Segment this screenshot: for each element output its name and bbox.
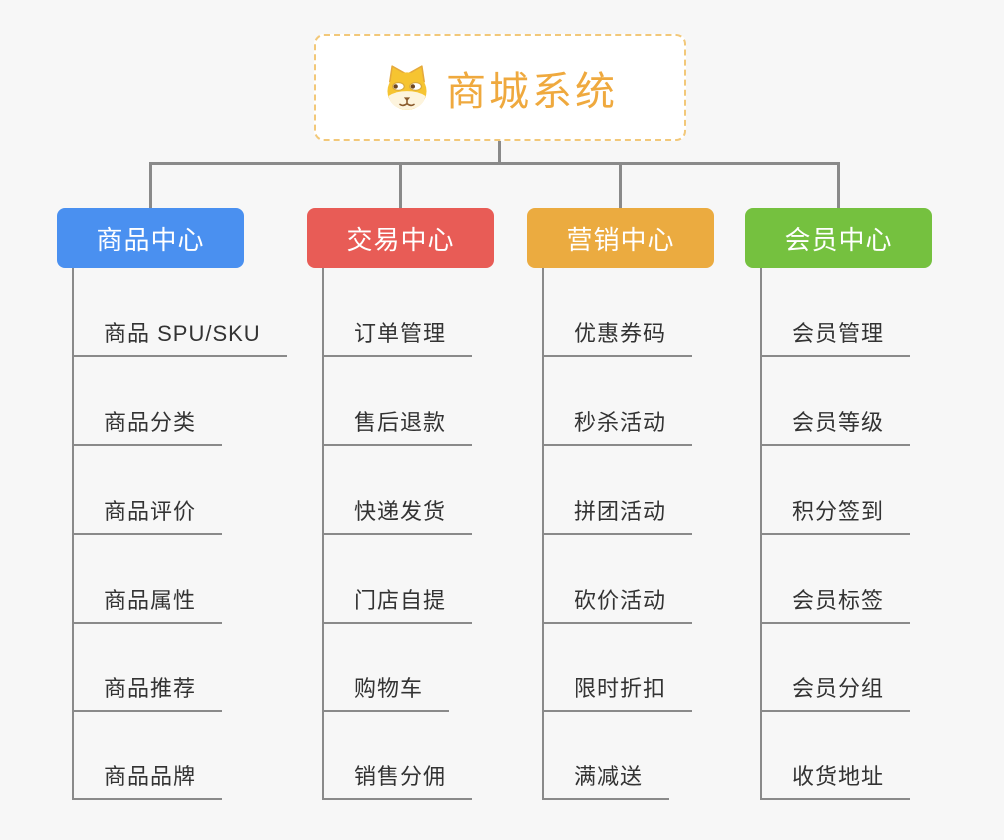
subtopic-item[interactable]: 会员管理 [760, 315, 911, 357]
subtopic-item[interactable]: 商品分类 [72, 404, 223, 446]
subtopic-item[interactable]: 售后退款 [322, 404, 473, 446]
root-title: 商城系统 [446, 69, 618, 114]
subtopic-item[interactable]: 积分签到 [760, 493, 911, 535]
subtopic-item[interactable]: 砍价活动 [542, 582, 693, 624]
dog-face-icon [387, 64, 427, 110]
connector-drop-product [149, 162, 152, 208]
subtopic-item[interactable]: 收货地址 [760, 758, 911, 800]
connector-root-stem [498, 139, 501, 163]
subtopic-item[interactable]: 秒杀活动 [542, 404, 693, 446]
subtopic-item[interactable]: 拼团活动 [542, 493, 693, 535]
connector-bus [149, 162, 840, 165]
connector-drop-trade [399, 162, 402, 208]
subtopic-item[interactable]: 购物车 [322, 670, 450, 712]
subtopic-item[interactable]: 商品推荐 [72, 670, 223, 712]
subtopic-item[interactable]: 商品属性 [72, 582, 223, 624]
subtopic-item[interactable]: 优惠券码 [542, 315, 693, 357]
subtopic-item[interactable]: 订单管理 [322, 315, 473, 357]
subtopic-item[interactable]: 会员等级 [760, 404, 911, 446]
branch-member-center[interactable]: 会员中心 [745, 208, 932, 268]
subtopic-item[interactable]: 会员分组 [760, 670, 911, 712]
subtopic-item[interactable]: 商品评价 [72, 493, 223, 535]
connector-drop-marketing [619, 162, 622, 208]
branch-product-center[interactable]: 商品中心 [57, 208, 244, 268]
subtopic-item[interactable]: 销售分佣 [322, 758, 473, 800]
subtopic-item[interactable]: 商品 SPU/SKU [72, 315, 287, 357]
root-node[interactable]: 商城系统 [314, 34, 686, 141]
subtopic-item[interactable]: 限时折扣 [542, 670, 693, 712]
subtopic-item[interactable]: 门店自提 [322, 582, 473, 624]
branch-trade-center[interactable]: 交易中心 [307, 208, 494, 268]
subtopic-item[interactable]: 商品品牌 [72, 758, 223, 800]
subtopic-item[interactable]: 满减送 [542, 758, 670, 800]
branch-marketing-center[interactable]: 营销中心 [527, 208, 714, 268]
connector-drop-member [837, 162, 840, 208]
subtopic-item[interactable]: 快递发货 [322, 493, 473, 535]
subtopic-item[interactable]: 会员标签 [760, 582, 911, 624]
